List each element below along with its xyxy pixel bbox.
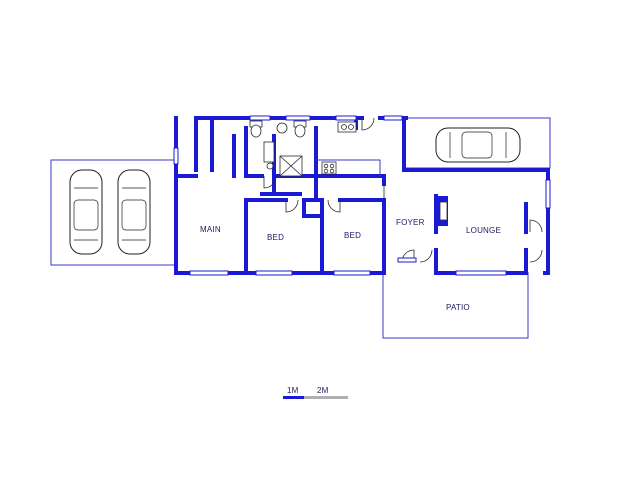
room-label-foyer: FOYER	[396, 218, 425, 227]
doors	[263, 117, 543, 263]
fixtures	[249, 120, 448, 226]
room-label-bed-1: BED	[267, 233, 284, 242]
room-label-lounge: LOUNGE	[466, 226, 501, 235]
scale-label-2m: 2M	[317, 386, 329, 395]
scale-label-1m: 1M	[287, 386, 299, 395]
car-left-1-icon	[69, 169, 103, 255]
room-label-patio: PATIO	[446, 303, 470, 312]
car-garage-icon	[435, 127, 521, 163]
patio-outline	[382, 272, 529, 339]
windows	[173, 115, 551, 276]
room-label-main: MAIN	[200, 225, 221, 234]
car-left-2-icon	[117, 169, 151, 255]
exterior-walls	[174, 116, 550, 275]
scale-bar: 1M 2M	[283, 386, 348, 399]
room-label-bed-2: BED	[344, 231, 361, 240]
